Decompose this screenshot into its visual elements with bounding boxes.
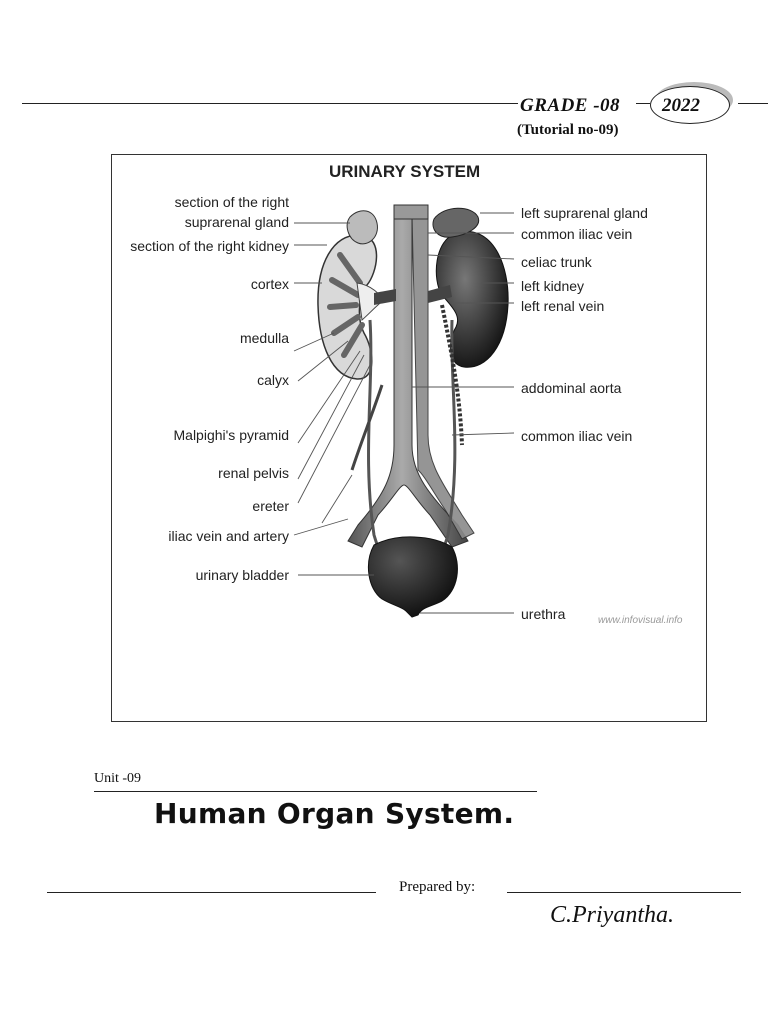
diagram-title: URINARY SYSTEM bbox=[329, 162, 480, 181]
label-suprarenal-gland: suprarenal gland bbox=[185, 214, 289, 230]
abdominal-aorta bbox=[347, 214, 469, 548]
label-left-renal-vein: left renal vein bbox=[521, 298, 604, 314]
diagram-illustration: URINARY SYSTEM bbox=[130, 162, 683, 626]
right-renal-vein bbox=[374, 289, 396, 305]
left-labels: section of the right suprarenal gland se… bbox=[130, 194, 289, 583]
vessel-top bbox=[393, 204, 429, 220]
label-left-kidney: left kidney bbox=[521, 278, 584, 294]
label-right-kidney-section: section of the right kidney bbox=[130, 238, 289, 254]
urinary-system-diagram: URINARY SYSTEM bbox=[111, 154, 707, 722]
prepared-rule-right bbox=[507, 892, 741, 893]
left-suprarenal-gland bbox=[432, 207, 480, 238]
label-ureter: ereter bbox=[252, 498, 289, 514]
spermatic-vessel-right bbox=[350, 384, 384, 471]
label-common-iliac-vein: common iliac vein bbox=[521, 428, 632, 444]
label-malpighi-pyramid: Malpighi's pyramid bbox=[174, 427, 290, 443]
unit-rule bbox=[94, 791, 537, 792]
left-renal-vein-shape bbox=[428, 285, 452, 303]
label-renal-pelvis: renal pelvis bbox=[218, 465, 289, 481]
label-celiac-trunk: celiac trunk bbox=[521, 254, 593, 270]
label-urethra: urethra bbox=[521, 606, 566, 622]
left-kidney bbox=[435, 231, 509, 368]
label-left-suprarenal-gland: left suprarenal gland bbox=[521, 205, 648, 221]
right-labels: left suprarenal gland common iliac vein … bbox=[521, 205, 648, 622]
year-label: 2022 bbox=[662, 95, 700, 116]
page-title: Human Organ System. bbox=[154, 797, 515, 830]
label-calyx: calyx bbox=[257, 372, 289, 388]
grade-label: GRADE -08 bbox=[520, 95, 621, 116]
tutorial-label: (Tutorial no-09) bbox=[517, 122, 619, 138]
prepared-by-label: Prepared by: bbox=[399, 879, 476, 895]
right-suprarenal-gland bbox=[346, 210, 378, 245]
author-name: C.Priyantha. bbox=[550, 902, 674, 928]
label-iliac-vein-artery: iliac vein and artery bbox=[168, 528, 289, 544]
label-common-iliac-vein-top: common iliac vein bbox=[521, 226, 632, 242]
year-oval bbox=[650, 86, 730, 124]
label-urinary-bladder: urinary bladder bbox=[196, 567, 290, 583]
label-medulla: medulla bbox=[240, 330, 289, 346]
prepared-rule-left bbox=[47, 892, 376, 893]
label-cortex: cortex bbox=[251, 276, 289, 292]
header-rule-left bbox=[22, 103, 518, 104]
label-abdominal-aorta: addominal aorta bbox=[521, 380, 622, 396]
unit-label: Unit -09 bbox=[94, 771, 142, 786]
diagram-watermark: www.infovisual.info bbox=[598, 615, 683, 626]
header-rule-mid bbox=[636, 103, 650, 104]
spermatic-vessel-left bbox=[440, 304, 464, 446]
right-leaders bbox=[412, 212, 515, 614]
header-rule-right bbox=[738, 103, 768, 104]
urinary-bladder bbox=[368, 536, 458, 618]
kidney-medulla bbox=[327, 252, 365, 358]
left-leaders bbox=[293, 222, 374, 576]
vena-cava bbox=[411, 214, 475, 540]
label-section-of-right: section of the right bbox=[175, 194, 290, 210]
